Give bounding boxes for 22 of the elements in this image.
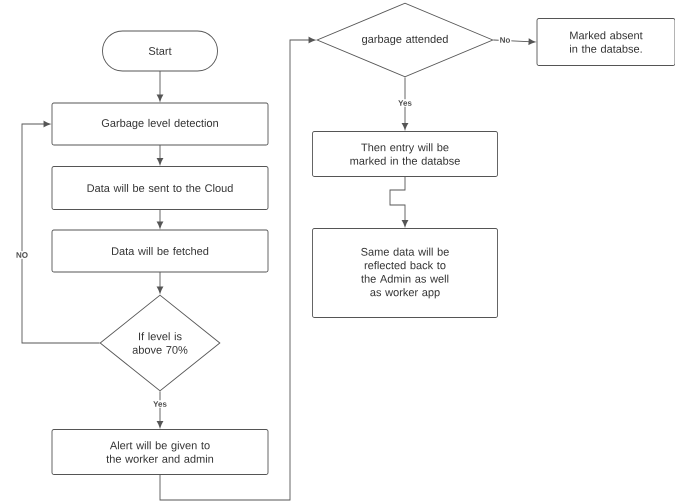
process-box: Same data will be reflected back to the Admin as well as worker app bbox=[312, 228, 498, 318]
arrow bbox=[156, 210, 164, 228]
process-box: Data will be sent to the Cloud bbox=[52, 166, 268, 210]
process-box: Alert will be given to the worker and admin bbox=[52, 429, 268, 475]
process-box: Data will be fetched bbox=[52, 230, 268, 272]
edge-label: No bbox=[498, 36, 512, 44]
process-box: Then entry will be marked in the databse bbox=[312, 131, 498, 177]
edge-label: NO bbox=[15, 251, 29, 259]
arrow bbox=[22, 120, 100, 344]
arrow bbox=[390, 176, 408, 227]
process-box: Garbage level detection bbox=[52, 102, 268, 146]
arrow bbox=[156, 391, 164, 428]
arrow bbox=[160, 36, 316, 500]
arrow bbox=[402, 77, 408, 130]
process-box: Marked absent in the databse. bbox=[536, 18, 675, 66]
start-terminal: Start bbox=[102, 30, 218, 72]
edge-label: Yes bbox=[397, 99, 413, 107]
arrow bbox=[156, 272, 164, 294]
arrow bbox=[493, 38, 536, 45]
arrow bbox=[156, 145, 164, 165]
arrow bbox=[156, 71, 164, 102]
edge-label: Yes bbox=[152, 400, 168, 408]
